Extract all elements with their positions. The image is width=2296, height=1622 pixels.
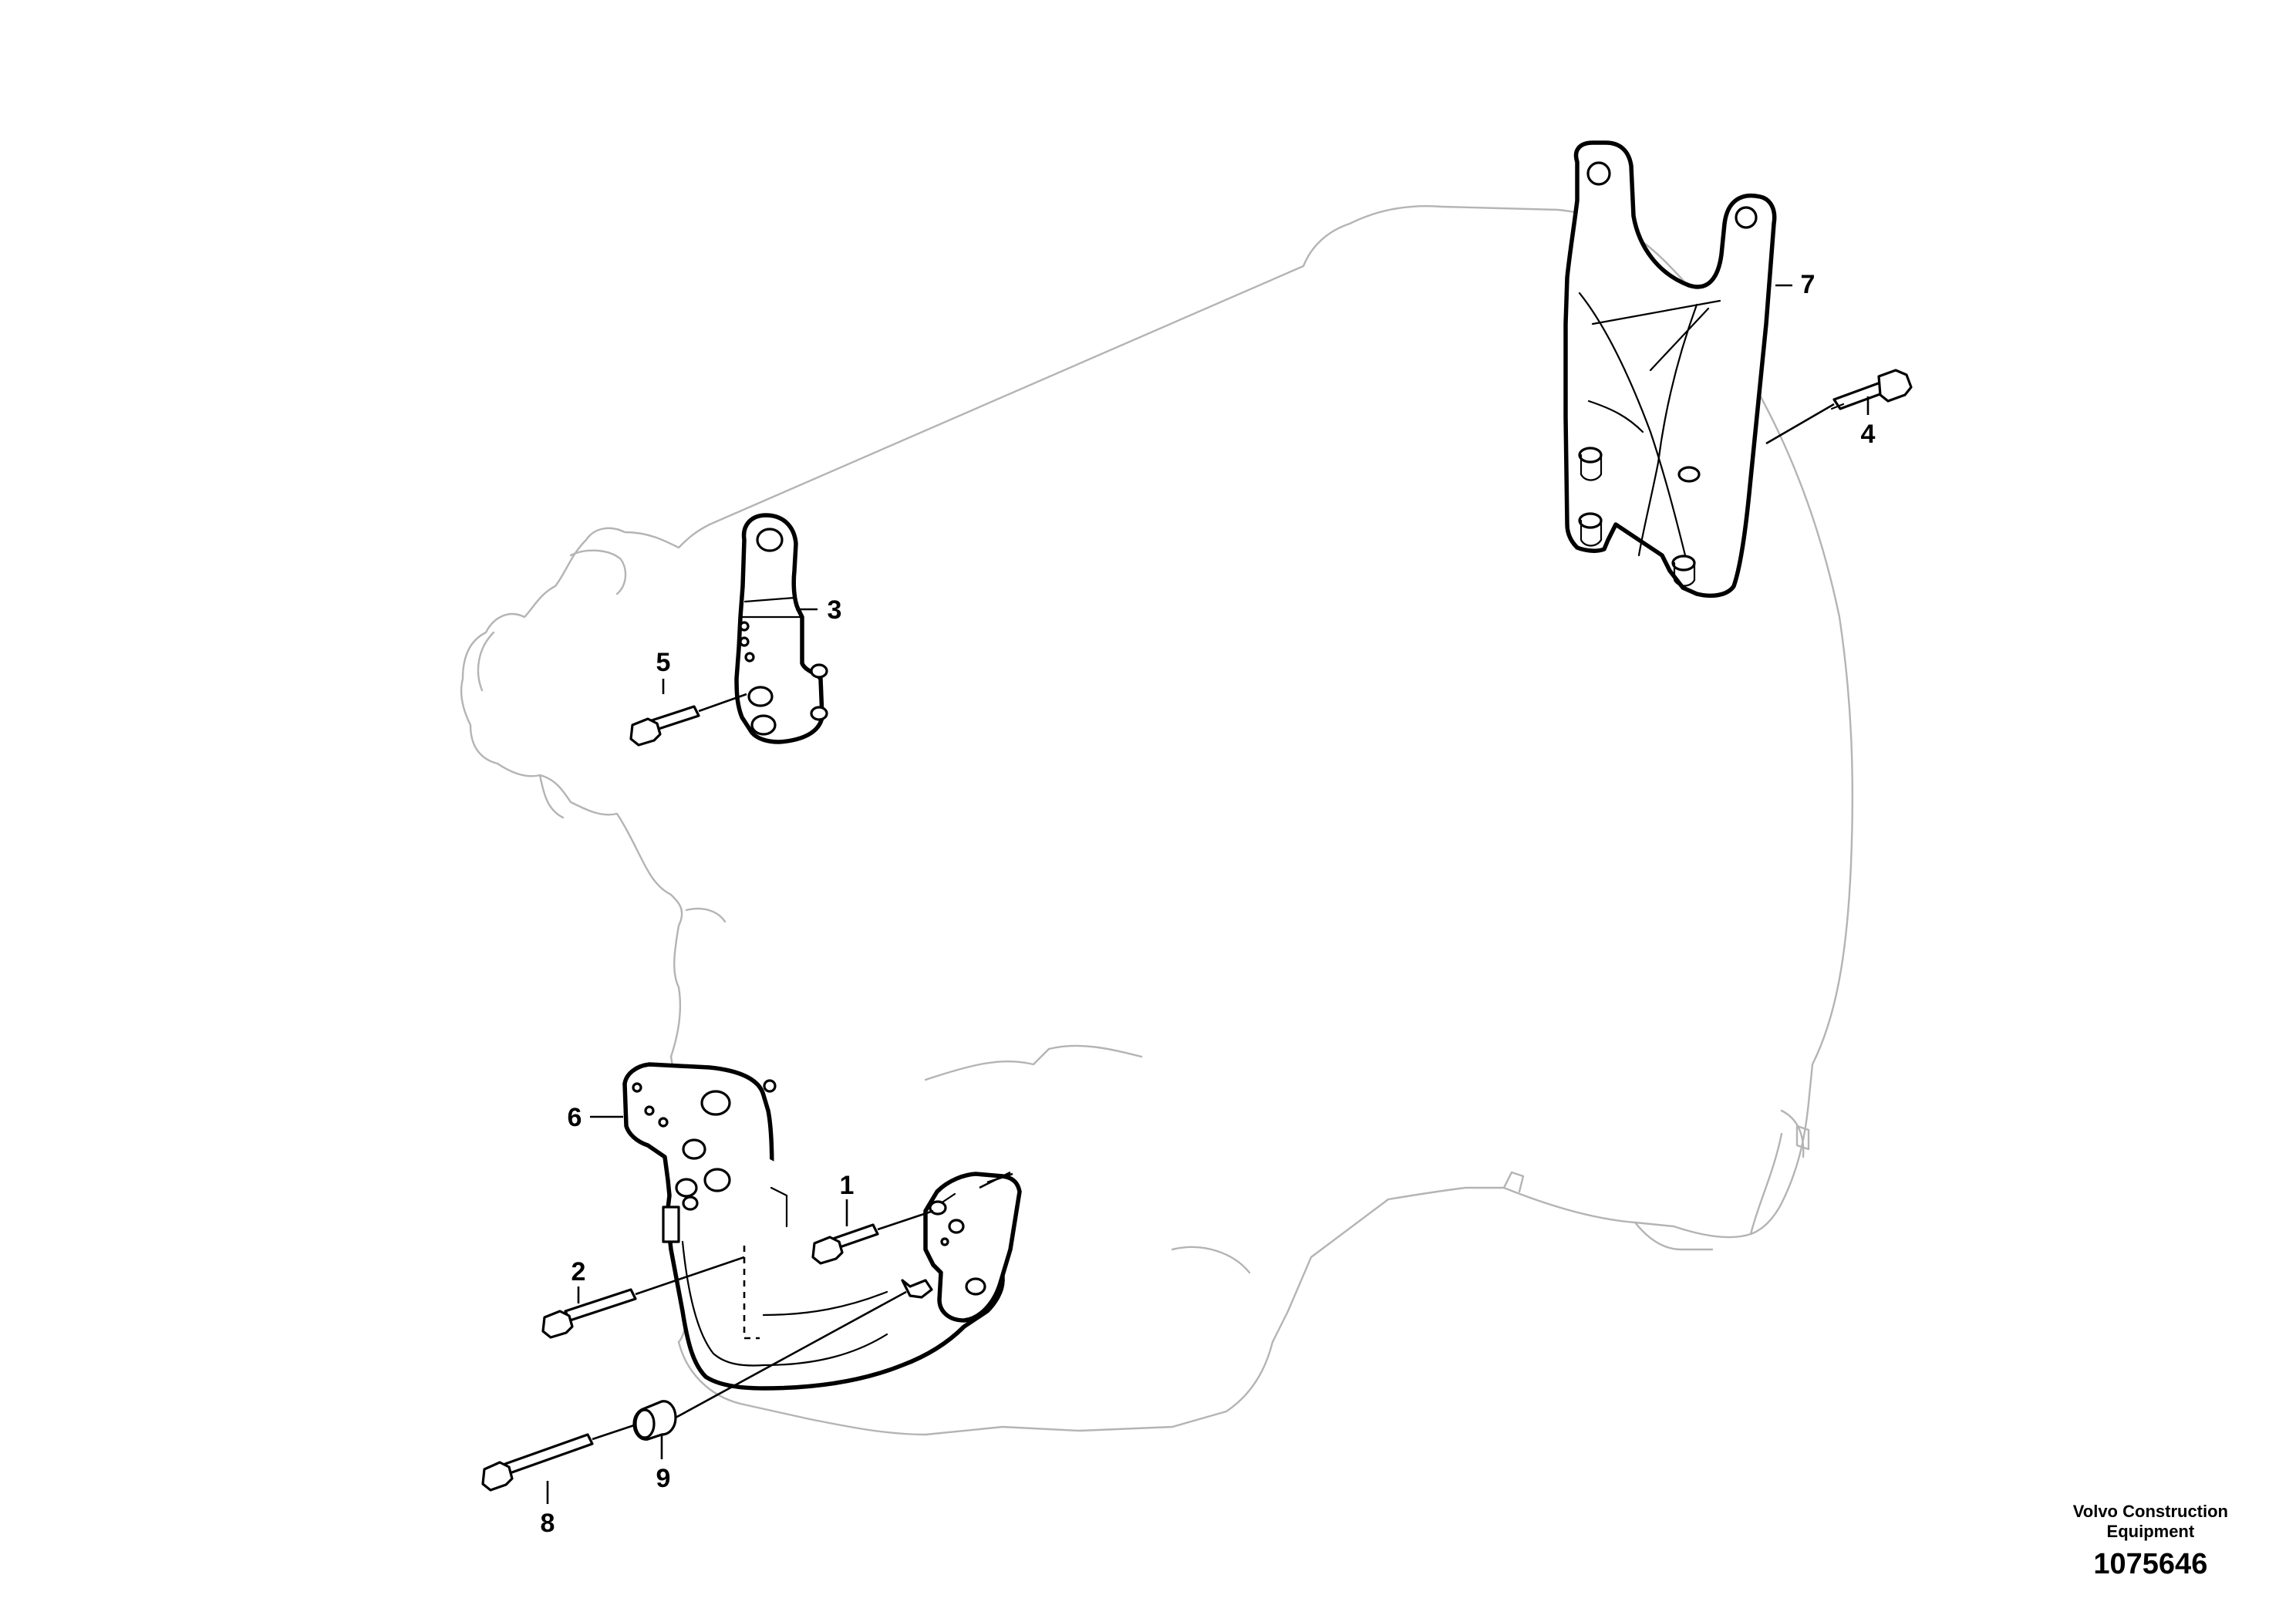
part-2-bolt	[541, 1288, 637, 1339]
part-6-gearbox-bracket	[622, 1062, 1005, 1391]
assembly-lines	[592, 403, 1835, 1441]
part-1-bolt	[811, 1223, 879, 1265]
part-3-front-engine-bracket	[734, 513, 828, 744]
callout-8: 8	[541, 1509, 555, 1538]
engine-ghost-outline	[460, 204, 1854, 1436]
callout-leaders	[546, 284, 1870, 1504]
callout-1: 1	[840, 1171, 855, 1200]
part-6-lower-support	[901, 1172, 1022, 1323]
brand-line-2: Equipment	[2106, 1522, 2195, 1541]
callout-4: 4	[1861, 420, 1876, 449]
callout-6: 6	[568, 1103, 582, 1132]
part-9-bushing	[632, 1400, 677, 1441]
drawing-footer: Volvo Construction Equipment 1075646	[2073, 1502, 2228, 1582]
callout-3: 3	[828, 595, 842, 625]
callout-5: 5	[656, 648, 671, 677]
drawing-number: 1075646	[2093, 1548, 2208, 1580]
part-5-bolt	[629, 705, 700, 747]
part-7-rear-engine-bracket	[1563, 140, 1777, 598]
callout-7: 7	[1801, 270, 1816, 299]
part-4-bolt	[1830, 369, 1913, 410]
brand-line-1: Volvo Construction	[2072, 1502, 2228, 1521]
callout-2: 2	[571, 1257, 586, 1286]
callout-9: 9	[656, 1464, 671, 1493]
part-8-long-bolt	[481, 1433, 594, 1492]
